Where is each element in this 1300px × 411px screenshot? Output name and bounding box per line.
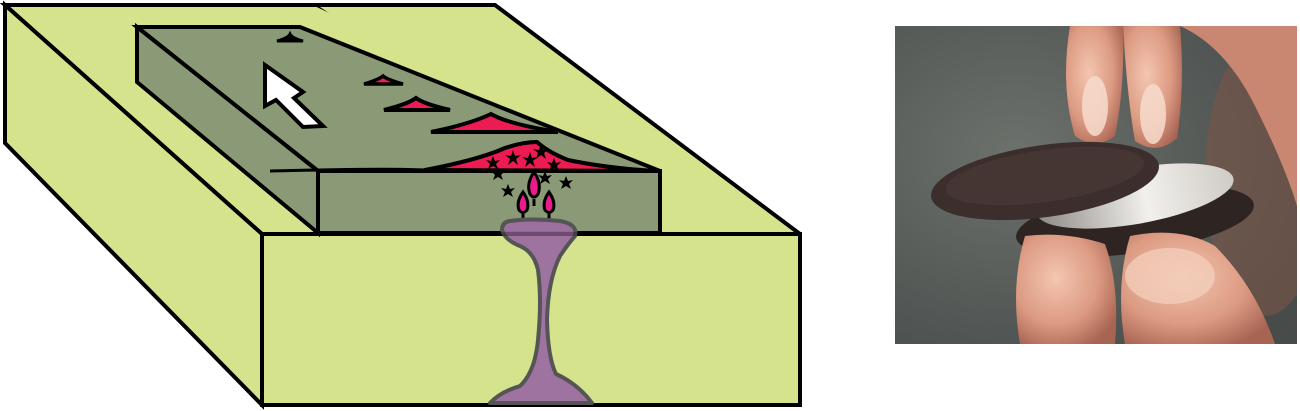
plate-front-face [316, 169, 662, 235]
hotspot-block-diagram [0, 0, 802, 410]
mantle-plume [488, 217, 594, 405]
magma-droplets [516, 169, 556, 221]
magma-droplet [516, 189, 530, 214]
eruption-stars [486, 144, 573, 197]
cookie-photo-illustration [895, 26, 1297, 344]
magma-droplet [527, 169, 541, 199]
volcano-extinct-1 [276, 30, 304, 43]
volcano-extinct-3 [383, 95, 451, 112]
lower-fingers [1016, 232, 1275, 344]
cookie-photo: Hands twisting apart a sandwich cookie, … [895, 26, 1297, 344]
volcano-chain [269, 30, 657, 173]
active-volcano [423, 140, 657, 173]
magma-droplet [542, 189, 556, 214]
volcano-extinct-4 [430, 111, 559, 134]
volcano-extinct-2 [363, 73, 404, 86]
plate-motion-arrow-icon [263, 61, 328, 130]
upper-fingers [1066, 26, 1297, 206]
mantle-block-top-face-right [317, 5, 800, 234]
